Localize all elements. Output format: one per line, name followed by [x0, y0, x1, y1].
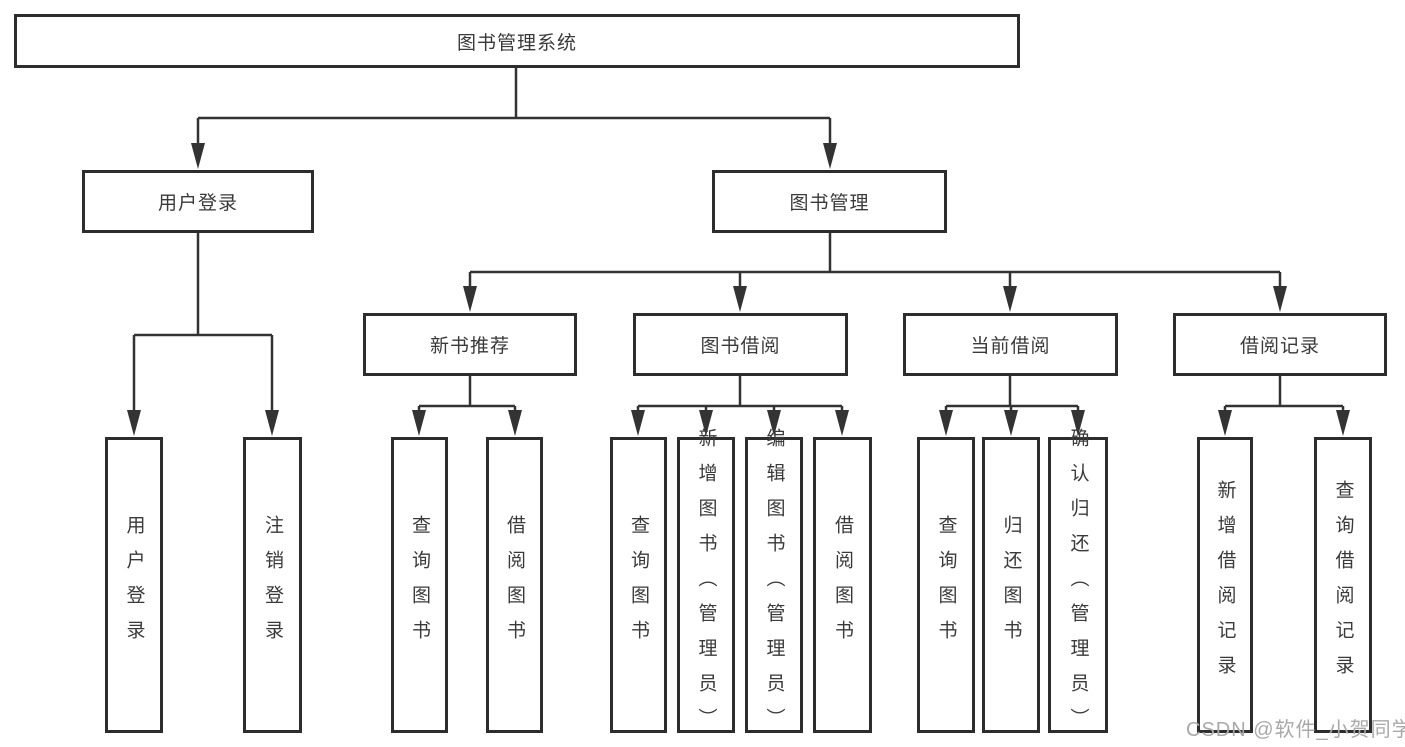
leaf-query-books-borrowing: 查询图书 — [610, 437, 667, 733]
node-book-borrowing: 图书借阅 — [633, 313, 848, 376]
leaf-add-borrow-record: 新增借阅记录 — [1197, 437, 1253, 733]
node-label: 图书管理 — [789, 193, 870, 214]
node-label: 图书管理系统 — [456, 32, 577, 54]
node-label: 确认归还（管理员） — [1067, 427, 1089, 743]
node-label: 查询图书 — [628, 515, 649, 655]
node-label: 注销登录 — [262, 515, 283, 655]
leaf-user-login: 用户登录 — [105, 437, 163, 733]
node-label: 借阅图书 — [832, 515, 853, 655]
leaf-query-books-recommend: 查询图书 — [391, 437, 448, 733]
leaf-logout: 注销登录 — [243, 437, 302, 733]
node-label: 图书借阅 — [700, 336, 781, 357]
node-label: 查询图书 — [409, 515, 430, 655]
leaf-return-books: 归还图书 — [982, 437, 1040, 733]
tree-edges — [132, 68, 1345, 416]
node-library-management-system: 图书管理系统 — [14, 14, 1020, 68]
node-label: 用户登录 — [123, 515, 145, 655]
node-borrowing-records: 借阅记录 — [1173, 313, 1387, 376]
leaf-confirm-return-admin: 确认归还（管理员） — [1048, 428, 1108, 743]
node-book-management: 图书管理 — [712, 170, 947, 233]
node-label: 借阅图书 — [504, 515, 525, 655]
node-label: 用户登录 — [157, 193, 238, 214]
node-current-borrowing: 当前借阅 — [903, 313, 1118, 376]
csdn-watermark: CSDN @软件_小贺同学 — [1186, 719, 1405, 741]
node-label: 借阅记录 — [1239, 336, 1320, 357]
node-label: 归还图书 — [1000, 515, 1022, 655]
leaf-query-borrow-record: 查询借阅记录 — [1314, 437, 1372, 733]
leaf-borrow-books: 借阅图书 — [813, 437, 872, 733]
arrowheads — [127, 143, 1350, 436]
leaf-add-books-admin: 新增图书（管理员） — [677, 428, 735, 743]
node-label: 新增图书（管理员） — [695, 427, 717, 743]
node-user-login: 用户登录 — [82, 170, 314, 233]
node-label: 查询图书 — [935, 515, 957, 655]
node-label: 新增借阅记录 — [1214, 480, 1236, 690]
leaf-edit-books-admin: 编辑图书（管理员） — [745, 428, 803, 743]
node-new-book-recommend: 新书推荐 — [363, 313, 577, 376]
node-label: 当前借阅 — [970, 336, 1051, 357]
leaf-query-books-current: 查询图书 — [917, 437, 975, 733]
node-label: 编辑图书（管理员） — [763, 427, 785, 743]
node-label: 查询借阅记录 — [1332, 480, 1354, 690]
node-label: 新书推荐 — [429, 336, 510, 357]
leaf-borrow-books-recommend: 借阅图书 — [486, 437, 543, 733]
